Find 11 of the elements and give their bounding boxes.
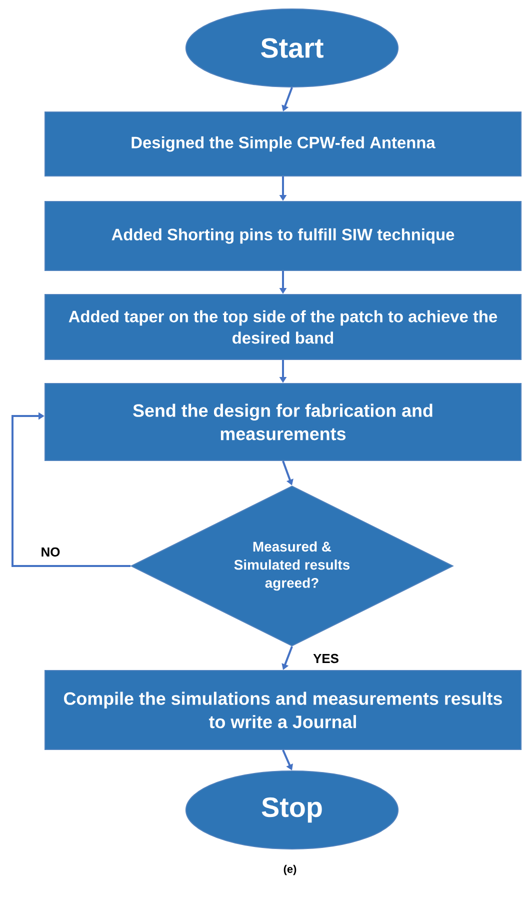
process-box: Send the design for fabrication and measurements [44,383,522,461]
process-box: Compile the simulations and measurements results to write a Journal [44,670,522,750]
edge-label: YES [312,652,340,664]
edge-label: NO [40,546,62,558]
process-box: Added Shorting pins to fulfill SIW technique [44,201,522,271]
terminal-oval: Stop [185,770,399,850]
caption: (e) [284,864,296,876]
arrow [12,412,130,567]
process-box: Added taper on the top side of the patch to achieve the desired band [44,294,522,360]
process-box: Designed the Simple CPW-fed Antenna [44,112,522,176]
terminal-oval: Start [185,8,399,88]
